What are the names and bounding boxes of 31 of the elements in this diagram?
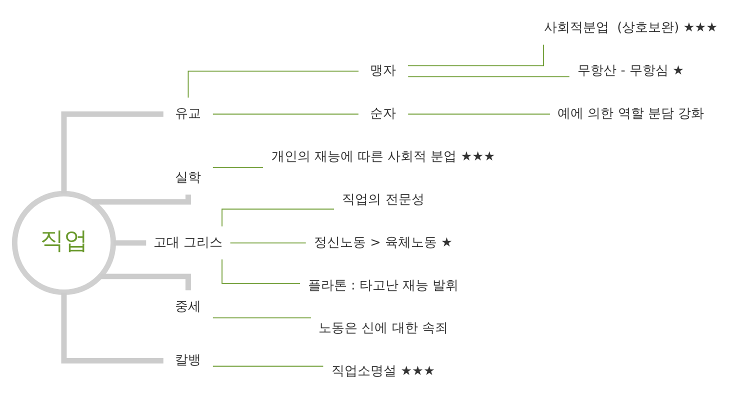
connector [61,292,164,364]
connector [61,111,164,194]
connector [230,242,306,244]
connector [407,44,544,66]
node-text: 무항산 - 무항심 ★ [578,64,684,79]
node-text: 예에 의한 역할 분담 강화 [558,106,704,122]
node-text: 맹자 [370,64,396,79]
node-circle: 직업 [12,190,116,295]
connector [408,114,550,115]
node-text: 개인의 재능에 따른 사회적 분업 ★★★ [271,149,496,164]
node-text: 칼뱅 [175,353,202,368]
connector [222,208,334,227]
node-text: 고대 그리스 [154,235,223,250]
node-text: 순자 [370,106,396,122]
connector [113,240,146,246]
node-text: 중세 [175,299,202,314]
connector [212,317,312,318]
connector [212,114,359,115]
node-text: 실학 [175,170,202,186]
connector [408,76,570,78]
node-text: 사회적분업 (상호보완) ★★★ [544,20,718,36]
node-text: 직업소명설 ★★★ [332,364,435,380]
node-text: 노동은 신에 대한 속죄 [318,321,448,336]
connector [188,70,359,98]
connector [212,366,324,367]
node-text: 직업의 전문성 [342,192,424,208]
node-text: 플라톤 : 타고난 재능 발휘 [308,278,459,294]
node-text: 정신노동 > 육체노동 ★ [314,235,452,250]
node-text: 유교 [175,106,202,122]
connector [212,167,264,168]
connector [222,258,300,284]
